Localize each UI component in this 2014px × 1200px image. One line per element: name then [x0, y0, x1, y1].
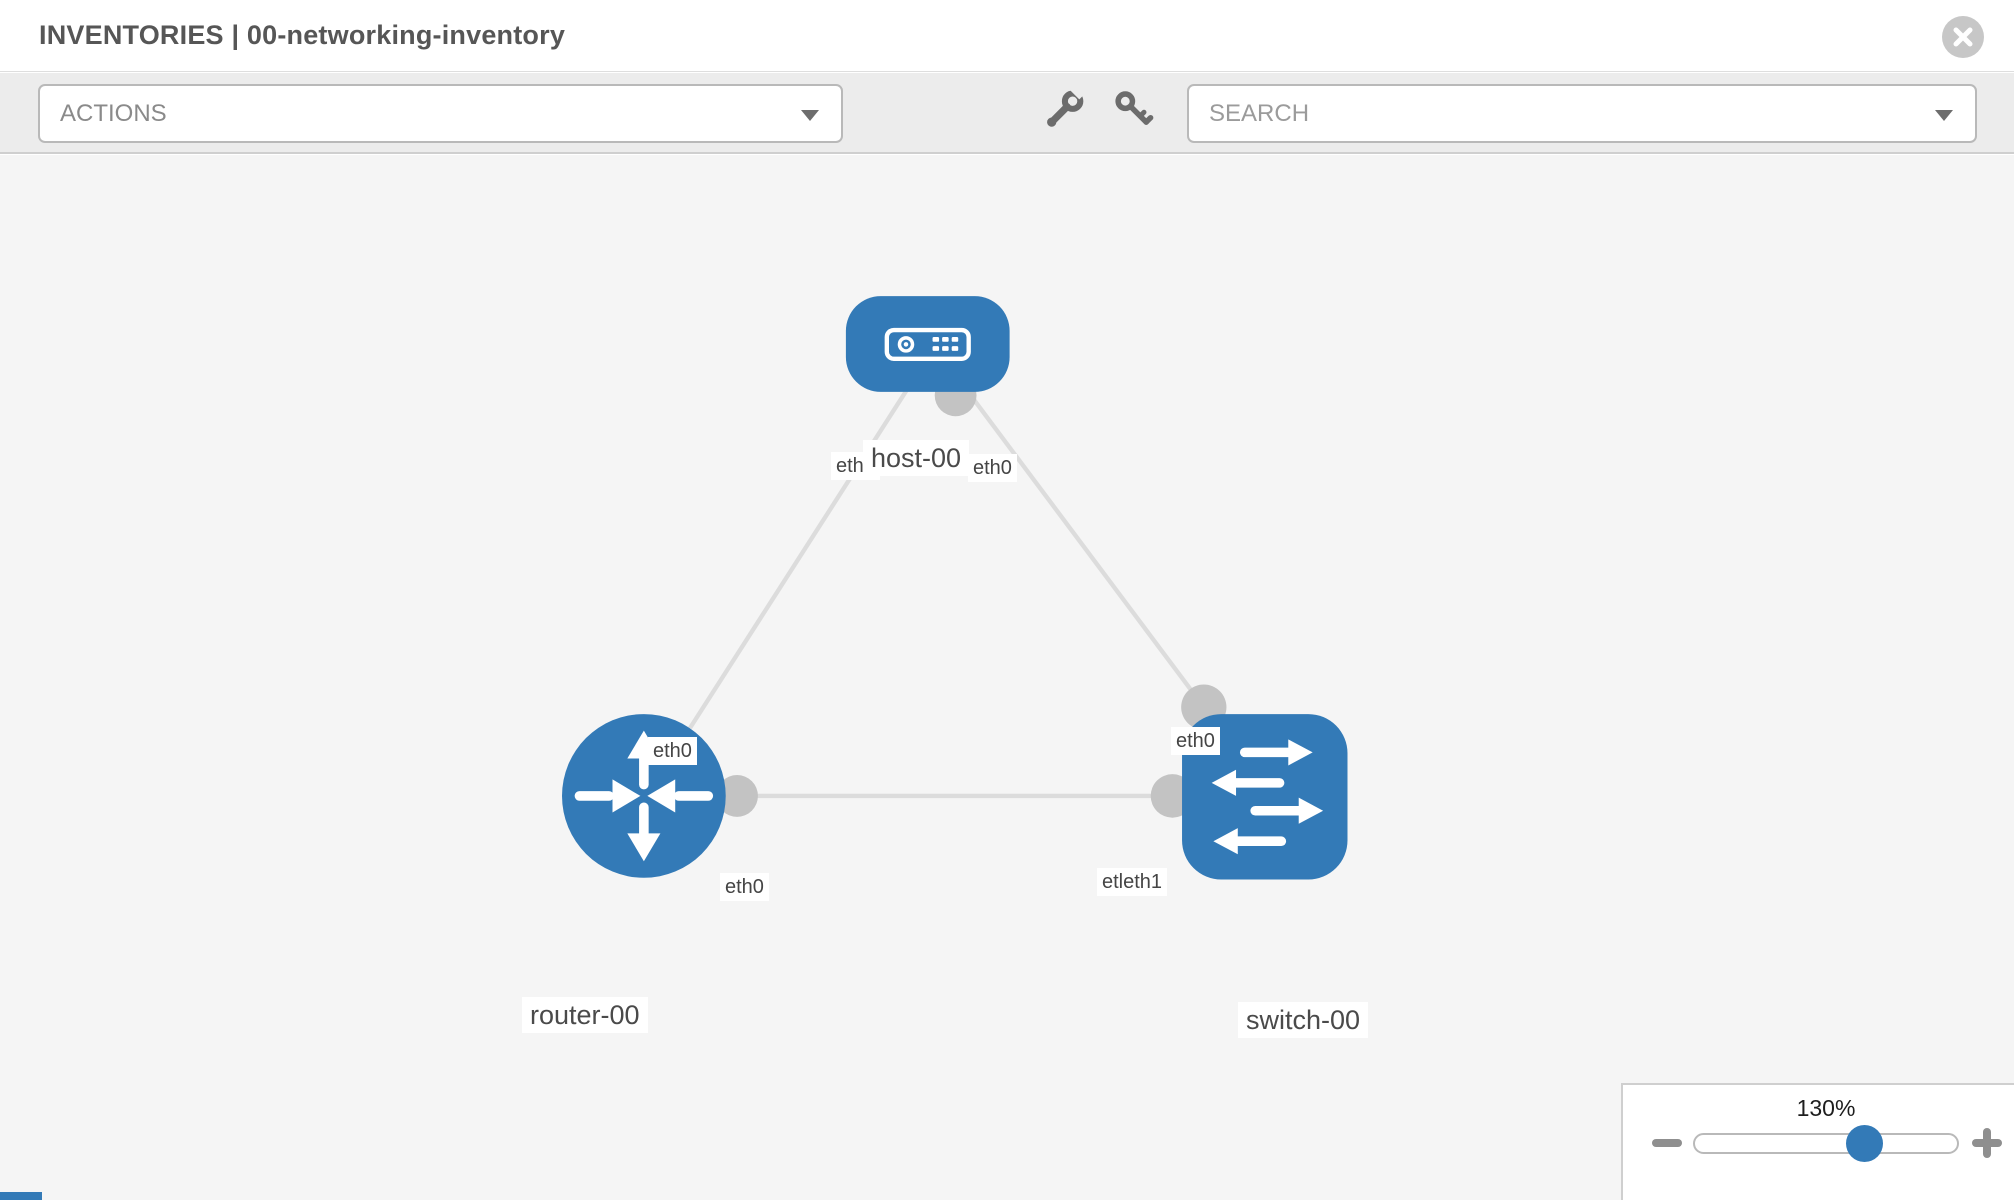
zoom-in-button[interactable]: [1969, 1125, 2005, 1161]
link-host-router: [688, 384, 912, 730]
host-icon: [884, 327, 971, 361]
header-bar: INVENTORIES | 00-networking-inventory: [0, 0, 2014, 72]
plus-icon: [1983, 1128, 1991, 1158]
node-label-host: host-00: [863, 440, 970, 476]
interface-label: eth0: [648, 737, 697, 765]
page-title: INVENTORIES | 00-networking-inventory: [39, 20, 566, 50]
zoom-slider-track[interactable]: [1693, 1133, 1959, 1154]
interface-label: eth0: [1171, 727, 1220, 755]
zoom-slider-handle[interactable]: [1846, 1125, 1883, 1162]
node-host[interactable]: [845, 296, 1010, 392]
search-dropdown[interactable]: SEARCH: [1187, 84, 1977, 143]
link-host-switch: [966, 391, 1206, 709]
node-switch[interactable]: [1182, 714, 1348, 880]
switch-icon: [1211, 739, 1324, 855]
interface-label: eth0: [720, 873, 769, 901]
key-icon: [1115, 91, 1154, 125]
footer-edge: [0, 1192, 42, 1200]
chevron-down-icon: [1935, 110, 1953, 121]
configure-button[interactable]: [1044, 79, 1088, 132]
wrench-icon: [1047, 79, 1088, 127]
node-router[interactable]: [562, 714, 726, 878]
zoom-panel: 130%: [1621, 1083, 2014, 1200]
toolbar: ACTIONS SEARCH: [0, 73, 2014, 154]
chevron-down-icon: [801, 110, 819, 121]
router-icon: [574, 730, 714, 862]
search-dropdown-label: SEARCH: [1209, 100, 1310, 127]
topology-canvas[interactable]: eth0 eth0 eth0 eth0 eth0 etleth1 host-00…: [0, 155, 2014, 1200]
actions-dropdown[interactable]: ACTIONS: [38, 84, 843, 143]
interface-bubble: [716, 775, 758, 817]
actions-dropdown-label: ACTIONS: [60, 100, 167, 127]
node-label-switch: switch-00: [1238, 1002, 1369, 1038]
credentials-button[interactable]: [1111, 88, 1155, 132]
close-icon: [1953, 27, 1973, 47]
topology-svg: [562, 296, 1348, 880]
interface-label: eth0: [968, 454, 1017, 482]
zoom-value: 130%: [1796, 1095, 1856, 1121]
node-label-router: router-00: [522, 997, 648, 1033]
zoom-out-button[interactable]: [1652, 1139, 1682, 1147]
close-button[interactable]: [1942, 16, 1984, 58]
interface-label: etleth1: [1097, 868, 1168, 896]
